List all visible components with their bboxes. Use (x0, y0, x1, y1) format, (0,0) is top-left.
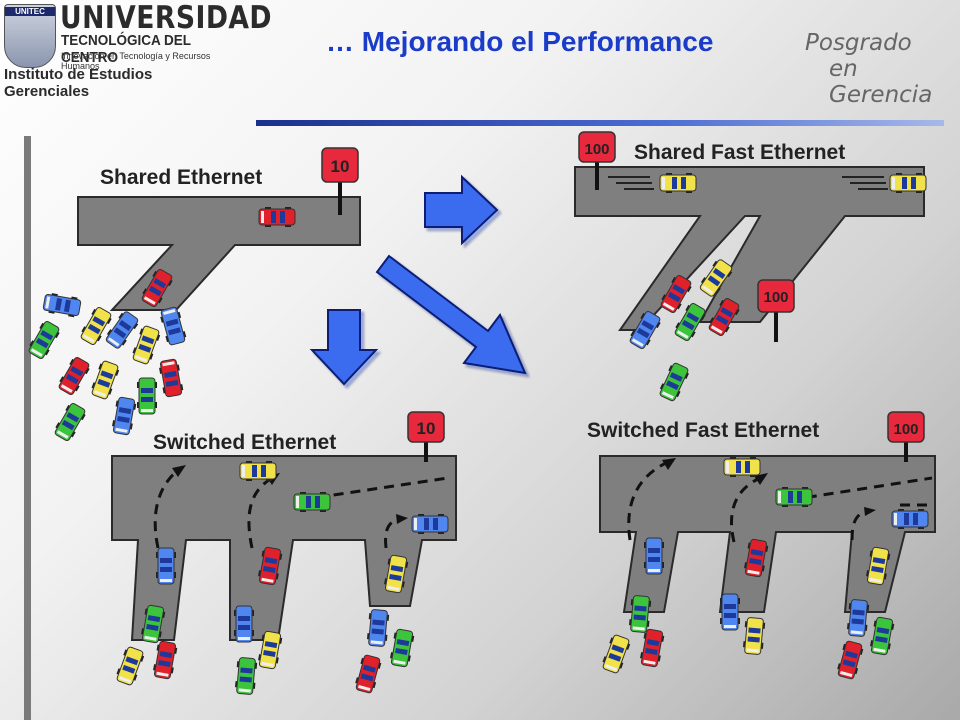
speed-sign-switched-text: 10 (417, 419, 436, 438)
car-icon (384, 554, 409, 594)
car-icon (141, 269, 173, 307)
speed-signs: 10 100 100 10 100 (321, 131, 925, 462)
car-icon (141, 604, 166, 644)
speed-sign-shared (321, 147, 359, 183)
shared-fast-ethernet-road (574, 166, 925, 331)
speed-sign-switched-fast-text: 100 (893, 421, 918, 438)
car-icon (870, 616, 895, 656)
car-icon (159, 358, 184, 398)
car-icon (837, 640, 864, 680)
speed-sign-shared-fast-top-text: 100 (584, 141, 609, 158)
car-icon (80, 307, 112, 345)
car-icon (355, 654, 382, 694)
left-divider (24, 136, 31, 720)
car-icon (54, 403, 86, 441)
car-icon (105, 311, 139, 349)
switched-ethernet-label: Switched Ethernet (153, 431, 337, 454)
car-icon (629, 311, 661, 349)
car-icon (153, 640, 178, 680)
university-subtitle: TECNOLÓGICA DEL CENTRO (61, 32, 191, 66)
car-icon (293, 492, 331, 512)
car-icon (628, 595, 652, 633)
university-shield-icon: UNITEC (4, 4, 56, 68)
switched-fast-ethernet-road (599, 455, 936, 613)
car-icon (42, 293, 82, 318)
car-icon (660, 275, 692, 313)
car-icon (258, 546, 283, 586)
cars (28, 173, 929, 695)
diagonal-arrow-icon (375, 254, 527, 375)
car-icon (640, 628, 665, 668)
speed-sign-shared-fast-right-text: 100 (763, 289, 788, 306)
car-icon (602, 634, 631, 674)
car-icon (91, 360, 120, 400)
car-icon (659, 362, 689, 402)
car-icon (156, 547, 176, 585)
car-icon (775, 487, 813, 507)
car-icon (116, 646, 145, 686)
right-arrow-icon (424, 174, 499, 246)
logo-tag: UNITEC (5, 7, 55, 16)
car-icon (720, 593, 740, 631)
car-icon (28, 321, 60, 359)
car-icon (708, 298, 740, 336)
shared-ethernet-road (77, 196, 361, 311)
car-icon (234, 657, 258, 695)
car-icon (258, 207, 296, 227)
car-icon (644, 537, 664, 575)
speed-lines (608, 176, 888, 190)
down-arrow-icon (309, 309, 379, 386)
university-motto: Innovación en Tecnología y Recursos Huma… (61, 51, 211, 71)
car-icon (390, 628, 415, 668)
car-icon (846, 599, 870, 637)
car-icon (239, 461, 277, 481)
car-icon (411, 514, 449, 534)
university-logo: UNITEC UNIVERSIDAD TECNOLÓGICA DEL CENTR… (0, 0, 272, 100)
switched-fast-ethernet-label: Switched Fast Ethernet (587, 419, 820, 442)
university-name: UNIVERSIDAD (60, 0, 273, 36)
posgrado-line2: en Gerencia (829, 56, 933, 108)
posgrado-logo: Posgrado en Gerencia (805, 30, 960, 108)
speed-sign-shared-fast-right (757, 279, 795, 313)
car-icon (160, 306, 187, 346)
shared-ethernet-label: Shared Ethernet (100, 166, 263, 189)
speed-sign-switched (407, 411, 445, 443)
speed-sign-switched-fast (887, 411, 925, 443)
car-icon (674, 303, 706, 341)
car-icon (132, 325, 161, 365)
car-icon (58, 357, 90, 395)
car-icon (723, 457, 761, 477)
institute-name: Instituto de Estudios Gerenciales (4, 66, 153, 100)
car-icon (699, 259, 733, 297)
car-icon (866, 546, 891, 586)
car-icon (744, 538, 769, 578)
slide-title: … Mejorando el Performance (326, 26, 714, 57)
car-icon (889, 173, 927, 193)
speed-sign-shared-fast-top (578, 131, 616, 163)
car-icon (137, 377, 157, 415)
car-icon (742, 617, 766, 655)
car-icon (891, 509, 929, 529)
posgrado-line1: Posgrado (805, 30, 912, 56)
car-icon (659, 173, 697, 193)
car-icon (366, 609, 390, 647)
car-icon (258, 630, 283, 670)
car-icon (112, 396, 137, 436)
shared-fast-ethernet-label: Shared Fast Ethernet (634, 141, 846, 164)
header-divider (256, 120, 944, 126)
car-icon (234, 605, 254, 643)
speed-sign-shared-text: 10 (331, 157, 350, 176)
